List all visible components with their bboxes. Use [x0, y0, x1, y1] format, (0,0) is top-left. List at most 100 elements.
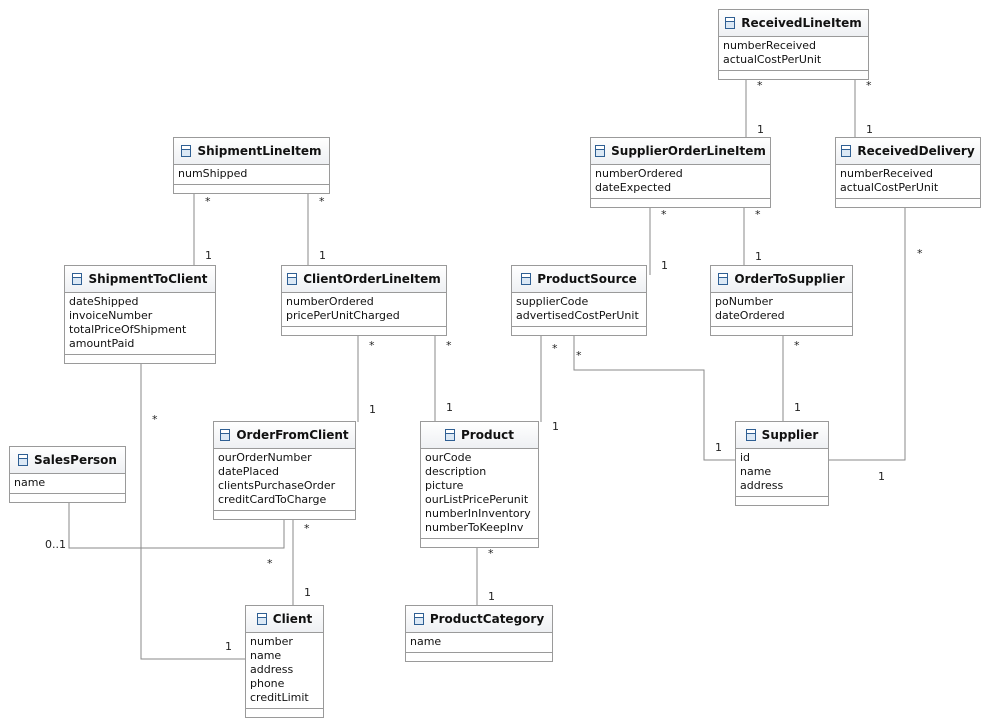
assoc-productsource-supplier	[573, 330, 736, 461]
attribute: datePlaced	[218, 465, 280, 478]
attribute: dateOrdered	[715, 309, 785, 322]
class-receivedlineitem[interactable]: ReceivedLineItem numberReceived actualCo…	[718, 9, 869, 80]
multiplicity-label: *	[576, 349, 582, 362]
class-icon	[72, 273, 83, 285]
attribute: numberOrdered	[595, 167, 683, 180]
class-productcategory[interactable]: ProductCategory name	[405, 605, 553, 662]
multiplicity-label: 1	[488, 590, 495, 603]
class-icon	[725, 17, 736, 29]
multiplicity-label: *	[369, 339, 375, 352]
multiplicity-label: *	[319, 195, 325, 208]
class-icon	[413, 613, 424, 625]
attribute: name	[410, 635, 442, 648]
multiplicity-label: *	[488, 547, 494, 560]
class-product[interactable]: Product ourCode description picture ourL…	[420, 421, 539, 548]
attribute: amountPaid	[69, 337, 135, 350]
class-orderfromclient[interactable]: OrderFromClient ourOrderNumber datePlace…	[213, 421, 356, 520]
multiplicity-label: *	[205, 195, 211, 208]
class-ordertosupplier[interactable]: OrderToSupplier poNumber dateOrdered	[710, 265, 853, 336]
class-productsource[interactable]: ProductSource supplierCode advertisedCos…	[511, 265, 647, 336]
class-name: ReceivedDelivery	[857, 144, 975, 158]
class-supplierorderlineitem[interactable]: SupplierOrderLineItem numberOrdered date…	[590, 137, 771, 208]
multiplicity-label: 1	[794, 401, 801, 414]
attribute: name	[250, 649, 282, 662]
attribute: dateExpected	[595, 181, 672, 194]
class-supplier[interactable]: Supplier id name address	[735, 421, 829, 506]
multiplicity-label: *	[304, 522, 310, 535]
multiplicity-label: 1	[866, 123, 873, 136]
multiplicity-label: *	[866, 79, 872, 92]
assoc-salesperson-orderfromclient	[68, 498, 285, 549]
attribute: name	[14, 476, 46, 489]
class-name: ReceivedLineItem	[741, 16, 862, 30]
operations-compartment	[421, 539, 538, 547]
multiplicity-label: 1	[304, 586, 311, 599]
class-icon	[220, 429, 231, 441]
attribute: phone	[250, 677, 285, 690]
class-name: ShipmentToClient	[88, 272, 208, 286]
multiplicity-label: *	[552, 342, 558, 355]
class-name: ShipmentLineItem	[197, 144, 322, 158]
multiplicity-label: 1	[369, 403, 376, 416]
attribute: ourCode	[425, 451, 472, 464]
class-icon	[595, 145, 606, 157]
operations-compartment	[836, 199, 980, 207]
class-name: Product	[461, 428, 514, 442]
attribute: numberReceived	[840, 167, 933, 180]
class-name: Client	[272, 612, 313, 626]
multiplicity-label: 1	[878, 470, 885, 483]
attribute: creditLimit	[250, 691, 309, 704]
attribute: address	[250, 663, 294, 676]
attribute: advertisedCostPerUnit	[516, 309, 639, 322]
class-icon	[445, 429, 456, 441]
attribute: picture	[425, 479, 464, 492]
operations-compartment	[282, 327, 446, 335]
assoc-shipmenttoclient-client	[140, 358, 246, 660]
class-name: SalesPerson	[34, 453, 117, 467]
class-name: ClientOrderLineItem	[303, 272, 441, 286]
attribute: number	[250, 635, 293, 648]
class-name: ProductSource	[537, 272, 637, 286]
attribute: name	[740, 465, 772, 478]
operations-compartment	[10, 494, 125, 502]
class-salesperson[interactable]: SalesPerson name	[9, 446, 126, 503]
attribute: ourOrderNumber	[218, 451, 312, 464]
multiplicity-label: *	[267, 557, 273, 570]
multiplicity-label: 1	[757, 123, 764, 136]
class-icon	[181, 145, 192, 157]
class-icon	[521, 273, 532, 285]
class-clientorderlineitem[interactable]: ClientOrderLineItem numberOrdered priceP…	[281, 265, 447, 336]
multiplicity-label: 1	[446, 401, 453, 414]
multiplicity-label: *	[152, 413, 158, 426]
attribute: poNumber	[715, 295, 773, 308]
class-icon	[841, 145, 852, 157]
operations-compartment	[711, 327, 852, 335]
operations-compartment	[406, 653, 552, 661]
operations-compartment	[246, 709, 323, 717]
class-icon	[18, 454, 29, 466]
attribute: creditCardToCharge	[218, 493, 327, 506]
attribute: actualCostPerUnit	[723, 53, 822, 66]
multiplicity-label: 0..1	[45, 538, 66, 551]
class-name: Supplier	[761, 428, 819, 442]
attribute: supplierCode	[516, 295, 589, 308]
attribute: actualCostPerUnit	[840, 181, 939, 194]
multiplicity-label: 1	[319, 249, 326, 262]
class-shipmentlineitem[interactable]: ShipmentLineItem numShipped	[173, 137, 330, 194]
class-icon	[718, 273, 729, 285]
multiplicity-label: *	[757, 79, 763, 92]
operations-compartment	[174, 185, 329, 193]
class-icon	[287, 273, 298, 285]
attribute: dateShipped	[69, 295, 139, 308]
operations-compartment	[591, 199, 770, 207]
attribute: numShipped	[178, 167, 248, 180]
multiplicity-label: *	[661, 208, 667, 221]
class-client[interactable]: Client number name address phone creditL…	[245, 605, 324, 718]
operations-compartment	[214, 511, 355, 519]
class-name: OrderToSupplier	[734, 272, 845, 286]
class-shipmenttoclient[interactable]: ShipmentToClient dateShipped invoiceNumb…	[64, 265, 216, 364]
multiplicity-label: 1	[205, 249, 212, 262]
multiplicity-label: 1	[715, 441, 722, 454]
class-receiveddelivery[interactable]: ReceivedDelivery numberReceived actualCo…	[835, 137, 981, 208]
